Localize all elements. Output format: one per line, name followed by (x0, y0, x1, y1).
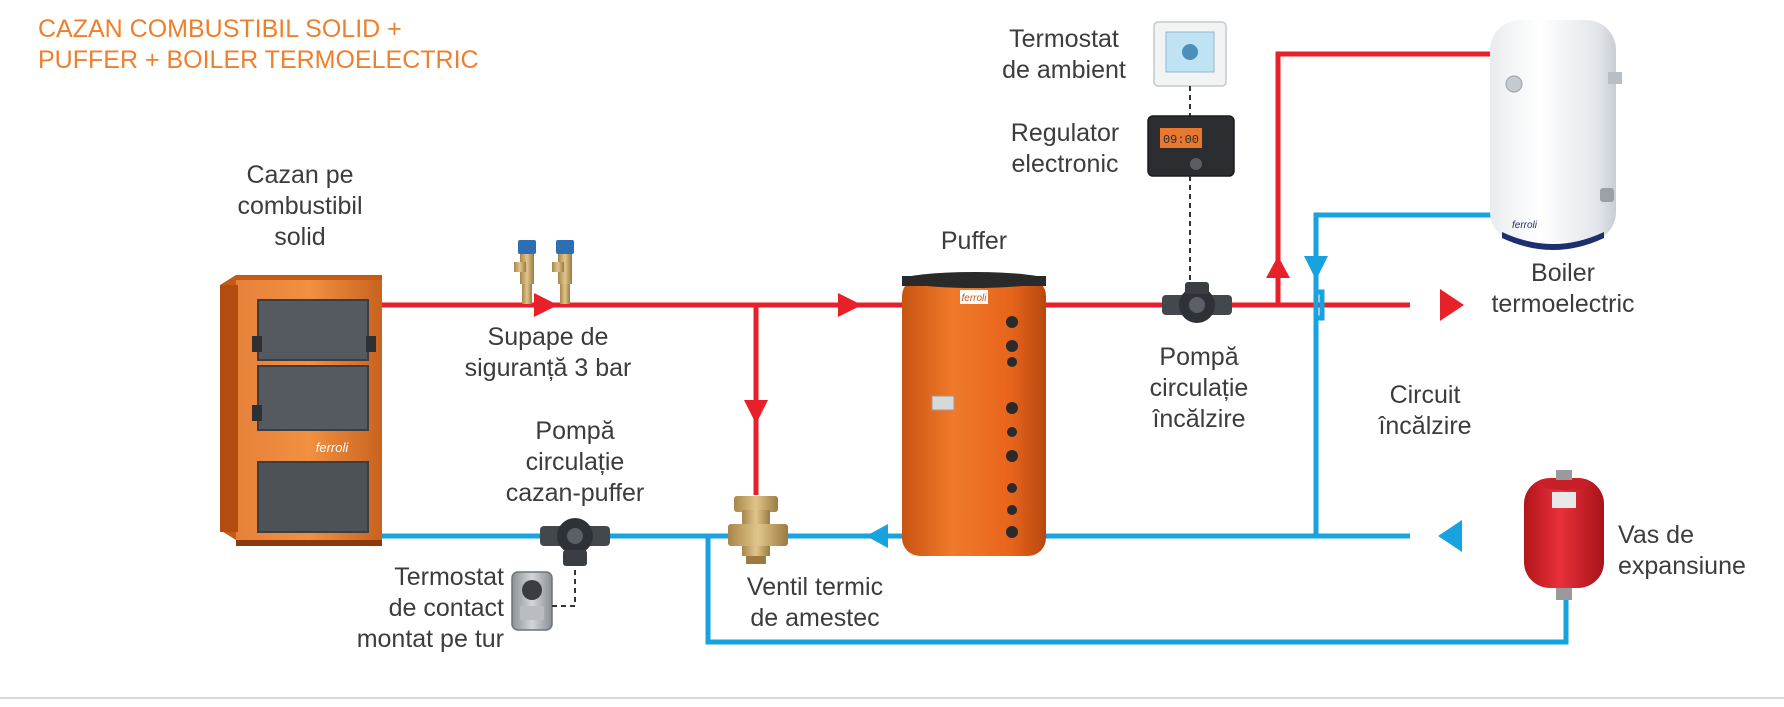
contact-thermostat-icon (511, 571, 553, 631)
label-room-thermostat: Termostat de ambient (986, 24, 1142, 86)
cold-arrow-left (866, 524, 888, 548)
label-solid-fuel-boiler: Cazan pe combustibil solid (220, 160, 380, 253)
label-electric-boiler: Boiler termoelectric (1480, 258, 1646, 320)
safety-valve-icon (552, 240, 574, 304)
label-line: de amestec (750, 604, 880, 632)
label-line: Pompă (1159, 343, 1239, 371)
electric-boiler-icon: ferroli (1490, 20, 1622, 250)
label-line: Regulator (1010, 119, 1120, 147)
electric-boiler-logo: ferroli (1512, 220, 1538, 231)
regulator-display: 09:00 (1163, 133, 1199, 147)
label-line: electronic (1011, 150, 1119, 178)
label-contact-thermostat: Termostat de contact montat pe tur (326, 562, 504, 655)
expansion-vessel-icon (1524, 470, 1604, 600)
hot-arrow-up (1266, 256, 1290, 278)
label-line: încălzire (1378, 412, 1472, 440)
label-line: Pompă (535, 417, 615, 445)
label-mixing-valve: Ventil termic de amestec (730, 572, 900, 634)
label-boiler-puffer-pump: Pompă circulație cazan-puffer (490, 416, 660, 509)
cold-return-pipes (382, 212, 1569, 645)
label-line: Vas de (1618, 521, 1694, 549)
label-line: încălzire (1152, 405, 1246, 433)
label-line: Ventil termic (746, 573, 884, 601)
room-thermostat-icon (1153, 21, 1227, 87)
label-safety-valves: Supape de siguranță 3 bar (448, 322, 648, 384)
solid-fuel-boiler-icon: ferroli (220, 275, 382, 546)
cold-arrow-down (1304, 256, 1328, 280)
cold-arrow-left (1438, 520, 1462, 552)
hot-arrow-down (744, 400, 768, 424)
label-line: Circuit (1389, 381, 1461, 409)
diagram-title: CAZAN COMBUSTIBIL SOLID + PUFFER + BOILE… (38, 14, 479, 76)
flow-arrows (534, 256, 1464, 552)
bottom-divider (0, 697, 1784, 699)
hot-arrow-right (1440, 289, 1464, 321)
label-heating-pump: Pompă circulație încălzire (1124, 342, 1274, 435)
label-line: circulație (1149, 374, 1249, 402)
label-line: Supape de (487, 323, 609, 351)
label-line: circulație (525, 448, 625, 476)
label-line: expansiune (1618, 552, 1746, 580)
heating-pump-icon (1162, 282, 1232, 323)
label-line: termoelectric (1491, 290, 1635, 318)
hot-arrow-right (838, 293, 862, 317)
label-line: de ambient (1002, 56, 1126, 84)
title-line: CAZAN COMBUSTIBIL SOLID + (38, 15, 402, 43)
hot-arrow-right (534, 293, 558, 317)
label-line: solid (274, 223, 326, 251)
safety-valve-icon (514, 240, 536, 304)
circulation-pump-icon (540, 518, 610, 566)
label-line: Boiler (1531, 259, 1595, 287)
label-line: combustibil (237, 192, 363, 220)
label-line: Puffer (940, 227, 1008, 255)
boiler-logo: ferroli (316, 440, 350, 455)
label-puffer: Puffer (912, 226, 1036, 257)
label-line: montat pe tur (356, 625, 504, 653)
label-line: Termostat (1009, 25, 1119, 53)
label-heating-circuit: Circuit încălzire (1350, 380, 1500, 442)
label-line: de contact (388, 594, 504, 622)
label-line: cazan-puffer (505, 479, 645, 507)
electronic-regulator-icon: 09:00 (1147, 115, 1235, 177)
label-expansion-vessel: Vas de expansiune (1618, 520, 1768, 582)
mixing-valve-icon (728, 496, 788, 564)
label-line: Termostat (394, 563, 504, 591)
puffer-logo: ferroli (961, 293, 987, 304)
title-line: PUFFER + BOILER TERMOELECTRIC (38, 46, 479, 74)
label-line: siguranță 3 bar (464, 354, 632, 382)
label-line: Cazan pe (246, 161, 354, 189)
puffer-tank-icon: ferroli (902, 272, 1046, 556)
label-electronic-regulator: Regulator electronic (990, 118, 1140, 180)
control-wire (552, 566, 576, 607)
